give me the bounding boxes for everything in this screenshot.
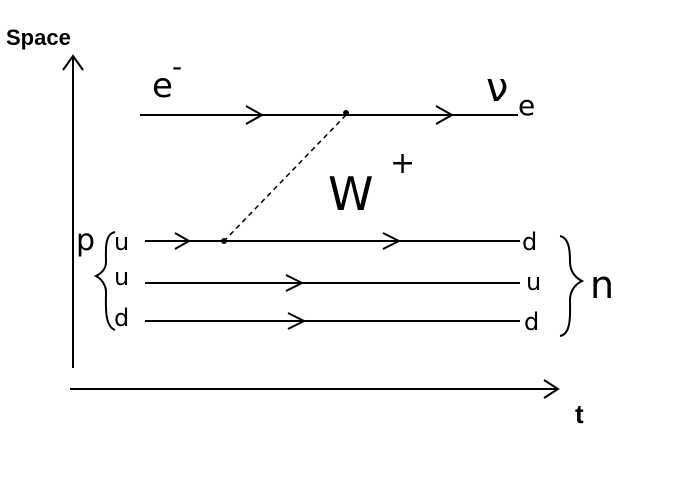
proton-label: p [76, 223, 95, 258]
space-axis-arrowhead [62, 54, 84, 71]
w-boson-label: W [328, 167, 373, 221]
quark-in-3: d [114, 304, 129, 332]
neutrino-subscript: e [518, 89, 535, 122]
quark-in-1: u [114, 228, 129, 256]
neutron-label: n [590, 263, 614, 307]
electron-label: e [152, 66, 173, 106]
w-boson-charge: + [390, 146, 415, 181]
electron-arrow [245, 105, 265, 125]
time-axis-arrowhead [543, 379, 560, 399]
neutrino-arrow [435, 105, 455, 125]
space-axis-label: Space [6, 25, 71, 50]
quark-3-arrow [287, 312, 307, 330]
upper-vertex [343, 110, 349, 116]
proton-brace [93, 231, 116, 331]
quark-1-arrow-out [382, 232, 402, 250]
quark-in-2: u [114, 263, 129, 291]
time-axis-label: t [575, 399, 584, 429]
neutrino-label: ν [486, 65, 508, 111]
neutron-brace [559, 235, 585, 337]
w-boson-propagator [223, 114, 347, 242]
quark-2-arrow [285, 274, 305, 292]
lower-vertex [221, 238, 227, 244]
quark-out-3: d [524, 308, 539, 336]
quark-out-1: d [522, 228, 537, 256]
quark-out-2: u [526, 268, 541, 296]
electron-charge: - [172, 50, 182, 83]
quark-1-arrow-in [174, 232, 192, 250]
